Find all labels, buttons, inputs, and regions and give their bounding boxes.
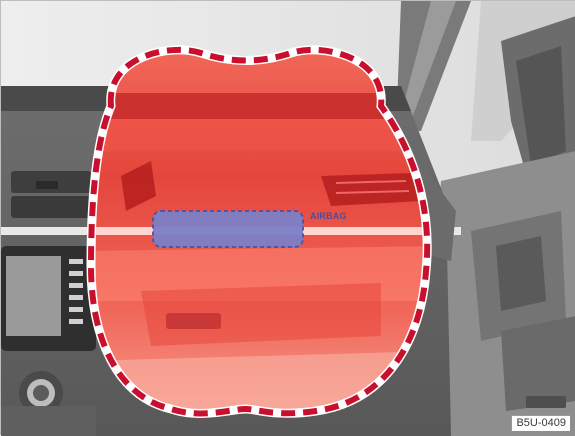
infotainment-screen [6,256,61,336]
right-vent-tinted [321,173,421,206]
glovebox-handle-tinted [166,313,221,329]
airbag-cover [153,211,303,247]
figure-code: B5U-0409 [511,415,570,431]
door-handle [496,236,546,311]
airbag-label: AIRBAG [310,211,347,221]
